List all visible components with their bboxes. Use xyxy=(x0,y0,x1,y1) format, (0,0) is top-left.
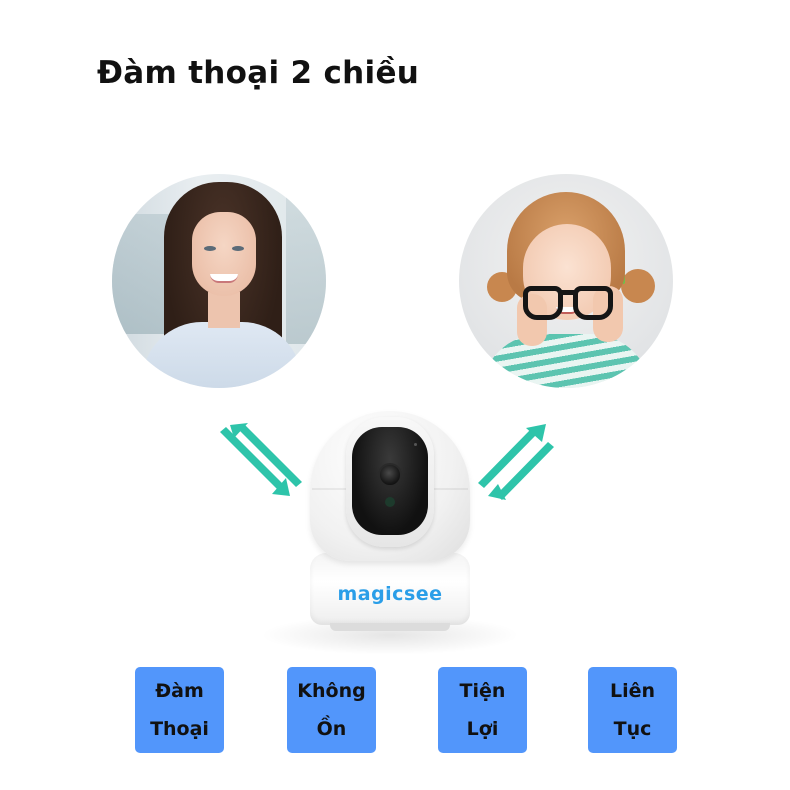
page-title: Đàm thoại 2 chiều xyxy=(97,55,420,91)
camera-base xyxy=(310,553,470,625)
ir-led xyxy=(385,497,395,507)
feature-dam-thoai: Đàm Thoại xyxy=(135,667,224,753)
bidirectional-arrow-icon xyxy=(210,410,310,510)
hand xyxy=(517,294,547,346)
feature-label-line1: Liên xyxy=(609,680,656,702)
smile xyxy=(210,274,238,283)
feature-label-line1: Đàm xyxy=(155,680,204,702)
girl-portrait xyxy=(459,174,673,388)
glasses-bridge xyxy=(561,290,575,295)
feature-label-line1: Tiện xyxy=(459,680,506,702)
feature-label-line2: Tục xyxy=(613,718,652,740)
eye xyxy=(232,246,244,251)
glasses-lens xyxy=(523,286,563,320)
feature-lien-tuc: Liên Tục xyxy=(588,667,677,753)
glasses-lens xyxy=(573,286,613,320)
camera-lens xyxy=(378,463,402,487)
shirt xyxy=(142,322,302,388)
smile xyxy=(556,307,578,314)
camera-foot xyxy=(330,623,450,631)
neck xyxy=(208,292,240,328)
feature-label-line1: Không xyxy=(297,680,366,702)
woman-portrait xyxy=(112,174,326,388)
feature-label-line2: Thoại xyxy=(150,718,209,740)
face xyxy=(192,212,256,296)
bidirectional-arrow-icon xyxy=(470,410,570,510)
mic-hole xyxy=(414,443,417,446)
eye xyxy=(204,246,216,251)
pigtail xyxy=(621,269,655,303)
background-window xyxy=(286,194,326,344)
feature-label-line2: Lợi xyxy=(466,718,499,740)
feature-khong-on: Không Ồn xyxy=(287,667,376,753)
security-camera: magicsee xyxy=(260,405,520,655)
feature-tien-loi: Tiện Lợi xyxy=(438,667,527,753)
feature-label-line2: Ồn xyxy=(316,718,347,740)
background-window xyxy=(112,214,172,334)
striped-shirt xyxy=(481,334,651,388)
brand-logo: magicsee xyxy=(337,583,443,605)
